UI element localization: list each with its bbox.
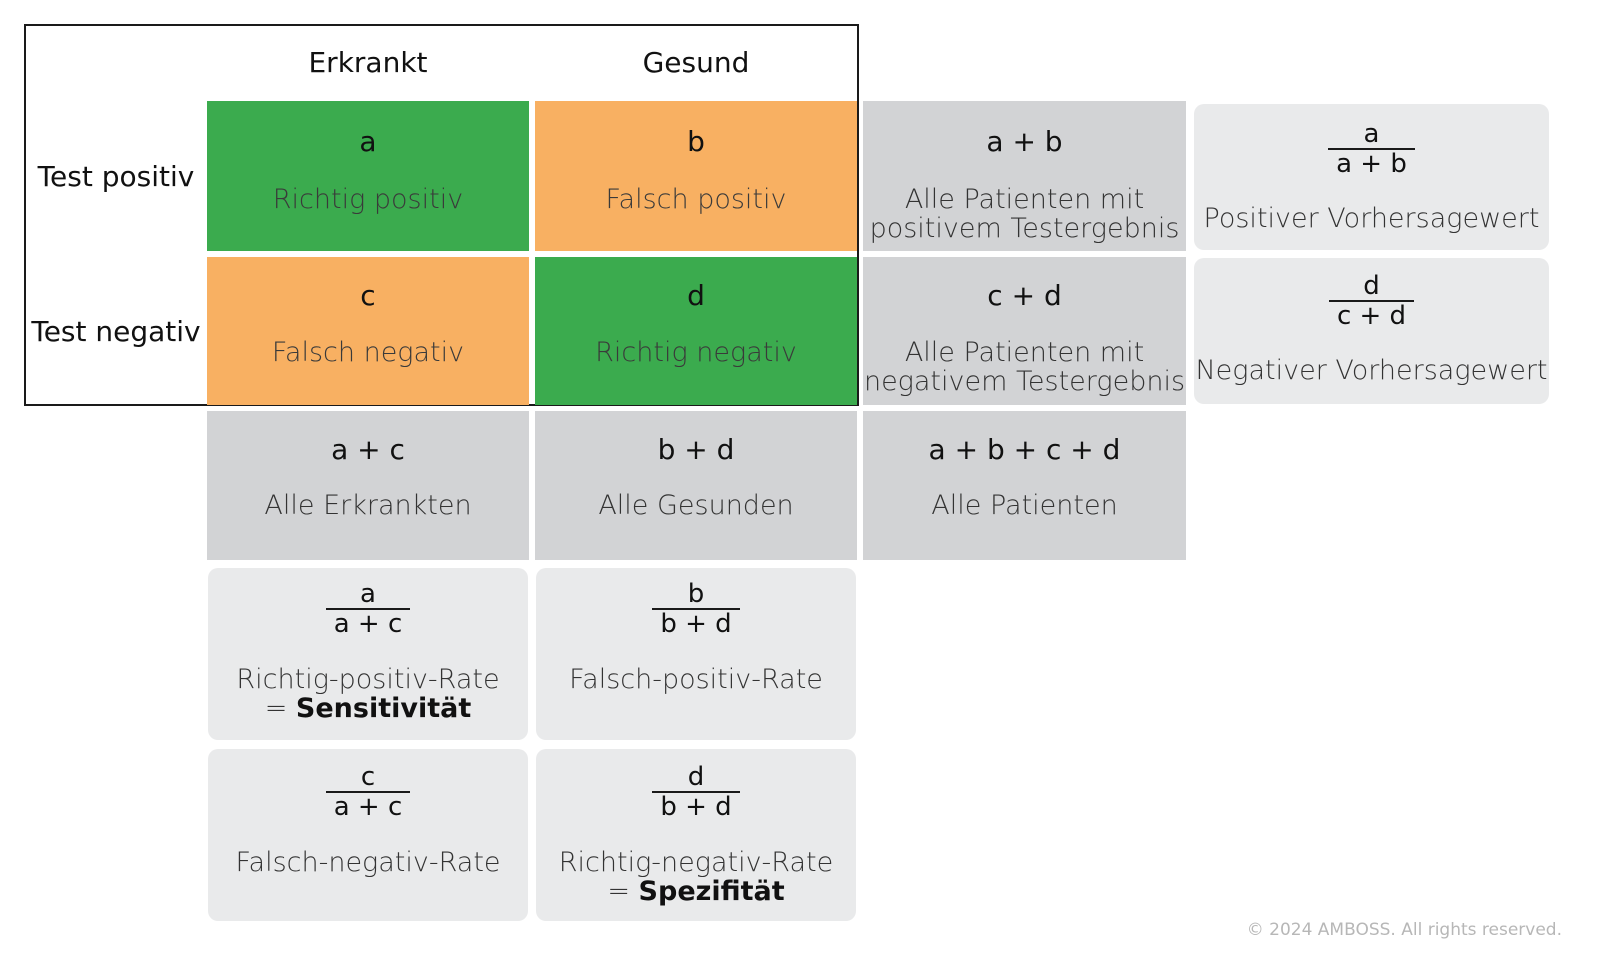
cell-symbol: b <box>687 125 705 158</box>
cell-false-positive: b Falsch positiv <box>535 101 857 251</box>
cell-label: Alle Patienten <box>931 490 1118 521</box>
cell-true-positive: a Richtig positiv <box>207 101 529 251</box>
cell-grand-total: a + b + c + d Alle Patienten <box>863 411 1186 560</box>
cell-label: Falsch negativ <box>271 337 465 368</box>
fraction-numerator: a <box>1363 119 1380 149</box>
cell-label-line1: Alle Patienten mit <box>904 337 1145 368</box>
contingency-frame <box>24 24 859 406</box>
cell-label: Falsch-positiv-Rate <box>569 664 823 695</box>
cell-label: Positiver Vorhersagewert <box>1203 203 1540 234</box>
header-test-negativ: Test negativ <box>31 314 201 348</box>
fraction-denominator: a + c <box>325 608 411 638</box>
cell-symbol: a + b <box>986 125 1063 158</box>
cell-label: Richtig-positiv-Rate <box>236 664 500 695</box>
cell-true-negative: d Richtig negativ <box>535 257 857 405</box>
fraction-denominator: a + c <box>325 791 411 821</box>
cell-ppv: a a + b Positiver Vorhersagewert <box>1194 104 1549 250</box>
fraction-denominator: a + b <box>1328 148 1415 178</box>
cell-label-line2: negativem Testergebnis <box>863 366 1186 397</box>
fraction: d b + d <box>536 763 856 821</box>
fraction-numerator: d <box>687 762 705 792</box>
cell-label: Richtig-negativ-Rate <box>558 847 834 878</box>
cell-label-equals: = Sensitivität <box>208 694 528 723</box>
specificity-term: Spezifität <box>638 876 785 907</box>
cell-fpr: b b + d Falsch-positiv-Rate <box>536 568 856 740</box>
fraction-denominator: b + d <box>652 608 740 638</box>
cell-symbol: c <box>360 279 376 312</box>
fraction: c a + c <box>208 763 528 821</box>
header-gesund: Gesund <box>642 45 750 79</box>
cell-symbol: d <box>687 279 705 312</box>
cell-false-negative: c Falsch negativ <box>207 257 529 405</box>
fraction: b b + d <box>536 580 856 638</box>
fraction-numerator: b <box>687 579 705 609</box>
cell-row2-total: c + d Alle Patienten mit negativem Teste… <box>863 257 1186 405</box>
fraction-numerator: a <box>360 579 376 609</box>
fraction-denominator: b + d <box>652 791 740 821</box>
cell-col1-total: a + c Alle Erkrankten <box>207 411 529 560</box>
cell-npv: d c + d Negativer Vorhersagewert <box>1194 258 1549 404</box>
cell-label-line2: positivem Testergebnis <box>869 213 1180 244</box>
copyright-notice: © 2024 AMBOSS. All rights reserved. <box>1246 920 1562 940</box>
cell-col2-total: b + d Alle Gesunden <box>535 411 857 560</box>
fraction-denominator: c + d <box>1328 300 1415 330</box>
fraction: a a + b <box>1194 120 1549 178</box>
header-test-positiv: Test positiv <box>37 159 195 193</box>
cell-specificity: d b + d Richtig-negativ-Rate = Spezifitä… <box>536 749 856 921</box>
cell-symbol: c + d <box>987 279 1062 312</box>
cell-symbol: a + b + c + d <box>928 433 1121 466</box>
header-erkrankt: Erkrankt <box>308 45 428 79</box>
cell-label: Falsch positiv <box>605 184 787 215</box>
sensitivity-term: Sensitivität <box>295 693 472 724</box>
fraction-numerator: c <box>360 762 376 792</box>
cell-label: Alle Gesunden <box>598 490 794 521</box>
cell-label-line1: Alle Patienten mit <box>904 184 1145 215</box>
cell-row1-total: a + b Alle Patienten mit positivem Teste… <box>863 101 1186 251</box>
cell-label: Negativer Vorhersagewert <box>1195 355 1548 386</box>
cell-label: Richtig negativ <box>595 337 797 368</box>
cell-symbol: b + d <box>657 433 735 466</box>
cell-label: Richtig positiv <box>272 184 464 215</box>
cell-symbol: a + c <box>331 433 405 466</box>
cell-label: Alle Erkrankten <box>264 490 472 521</box>
fraction: d c + d <box>1194 272 1549 330</box>
cell-symbol: a <box>359 125 377 158</box>
cell-sensitivity: a a + c Richtig-positiv-Rate = Sensitivi… <box>208 568 528 740</box>
fraction: a a + c <box>208 580 528 638</box>
cell-fnr: c a + c Falsch-negativ-Rate <box>208 749 528 921</box>
cell-label-equals: = Spezifität <box>536 877 856 906</box>
cell-label: Falsch-negativ-Rate <box>235 847 501 878</box>
equals-sign: = <box>607 876 639 907</box>
equals-sign: = <box>264 693 296 724</box>
fraction-numerator: d <box>1363 271 1380 301</box>
